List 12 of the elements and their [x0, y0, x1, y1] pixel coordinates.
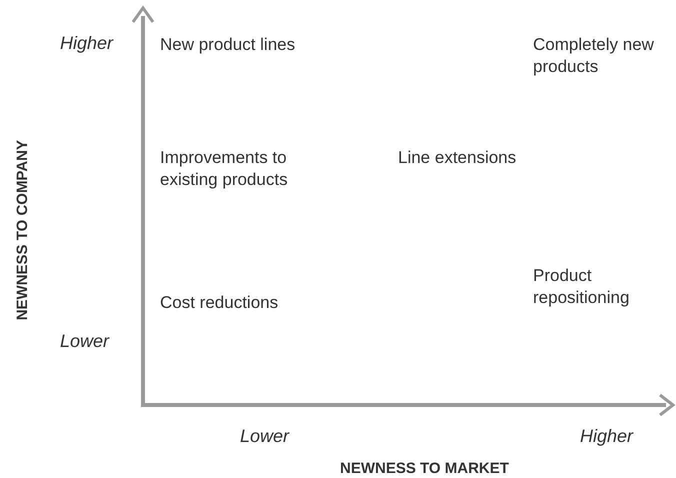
axis-title: NEWNESS TO MARKET [340, 459, 509, 478]
axis-tick-label: Higher [580, 425, 634, 447]
axis-tick-label: Lower [60, 330, 110, 352]
position-label: Cost reductions [160, 292, 280, 314]
position-label: Line extensions [398, 147, 518, 169]
position-label: Completely new products [533, 34, 655, 78]
axis-tick-label: Lower [240, 425, 290, 447]
position-label: Product repositioning [533, 265, 630, 309]
axis-tick-label: Higher [60, 32, 114, 54]
position-label: Improvements to existing products [160, 147, 289, 191]
axis-title: NEWNESS TO COMPANY [13, 140, 32, 320]
position-label: New product lines [160, 34, 296, 56]
